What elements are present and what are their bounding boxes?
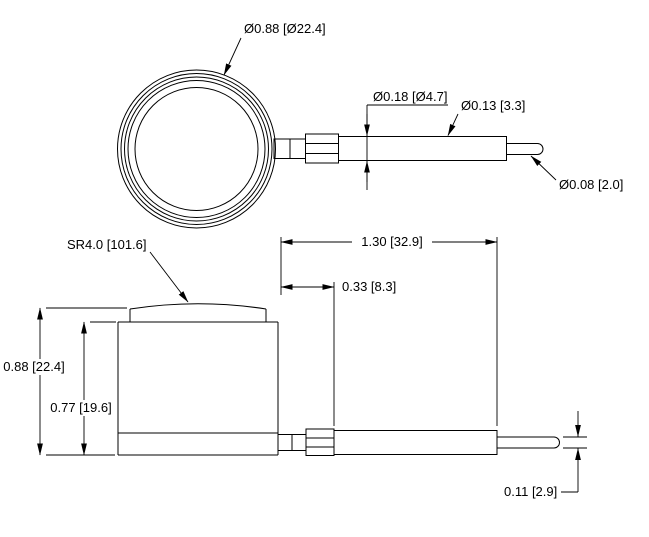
dim-overall-height	[37, 307, 127, 456]
label-spherical-radius: SR4.0 [101.6]	[67, 237, 147, 252]
spring-guard	[338, 136, 507, 161]
leader-line	[447, 113, 459, 136]
label-body-height: 0.77 [19.6]	[50, 400, 111, 415]
leader-line	[223, 37, 242, 76]
label-outer-diameter: Ø0.88 [Ø22.4]	[244, 21, 326, 36]
label-cable-od: Ø0.08 [2.0]	[559, 177, 623, 192]
dim-fitting-length	[280, 282, 335, 426]
hex-nut	[305, 428, 335, 456]
body-ring-circle	[127, 80, 266, 218]
body-outer-circle	[117, 69, 276, 229]
body-ring-circle	[124, 76, 269, 222]
top-view-cable-assembly	[273, 133, 544, 164]
dim-cable-od	[530, 155, 557, 181]
label-cable-thickness: 0.11 [2.9]	[504, 484, 557, 499]
label-mask	[352, 233, 432, 250]
label-overall-height: 0.88 [22.4]	[3, 359, 64, 374]
hex-nut	[305, 133, 339, 164]
side-view-cable-assembly	[277, 428, 560, 456]
leader-line	[149, 251, 189, 303]
label-mask	[50, 400, 112, 416]
dim-body-height	[81, 321, 116, 456]
dim-spherical-radius	[149, 251, 189, 303]
body-inner-circle	[134, 87, 259, 211]
dim-outer-diameter	[223, 37, 242, 76]
top-view	[117, 37, 557, 229]
dim-spring-coil-od	[447, 113, 459, 136]
dim-cable-assembly-length	[280, 237, 498, 426]
dim-spring-od	[364, 104, 448, 190]
side-view	[37, 237, 587, 493]
dim-cable-thickness	[561, 411, 587, 493]
label-cable-assembly-length: 1.30 [32.9]	[361, 234, 422, 249]
body-ring-circle	[120, 73, 273, 225]
label-mask	[2, 359, 66, 375]
spring-guard	[333, 430, 498, 455]
top-view-body-circles	[117, 69, 276, 229]
side-view-body	[117, 303, 279, 456]
spherical-top	[129, 303, 267, 310]
cable-end	[496, 436, 560, 449]
leader-line	[530, 155, 557, 181]
cable-end	[506, 143, 544, 155]
label-spring-coil-od: Ø0.13 [3.3]	[461, 98, 525, 113]
label-spring-od: Ø0.18 [Ø4.7]	[373, 89, 447, 104]
dimension-labels: Ø0.88 [Ø22.4] Ø0.18 [Ø4.7] Ø0.13 [3.3] Ø…	[2, 21, 623, 499]
label-fitting-length: 0.33 [8.3]	[342, 279, 396, 294]
